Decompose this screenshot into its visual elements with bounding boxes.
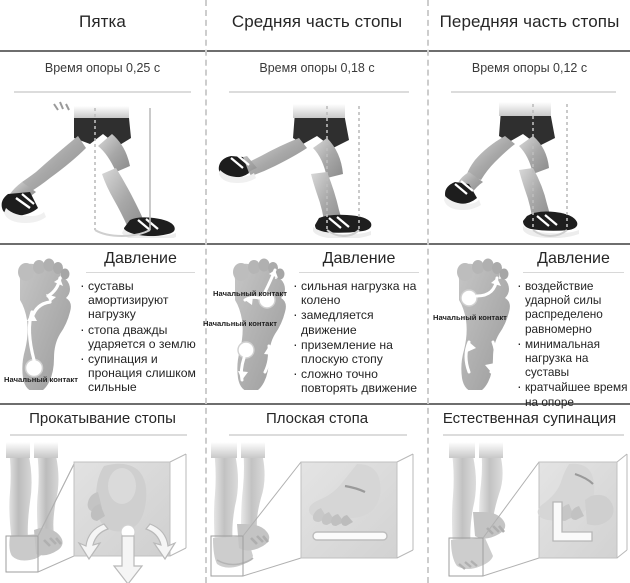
bottom-title-underline [229, 434, 407, 436]
pressure-heading-rule [86, 272, 195, 273]
bottom-photo-flat-foot [207, 440, 427, 583]
pressure-section-forefoot: Начальный контакт Давление воздействие у… [429, 248, 630, 409]
pressure-heading-rule [523, 272, 624, 273]
bottom-photo-natural-supination [429, 440, 630, 583]
pressure-content-forefoot: Давление воздействие ударной силы распре… [517, 248, 630, 410]
pressure-list-midfoot: сильная нагрузка на колено замедляется д… [293, 278, 425, 396]
runner-photo-heel [0, 98, 205, 238]
contact-label-forefoot: Начальный контакт [433, 313, 507, 322]
support-time-heel: Время опоры 0,25 с [44, 61, 161, 75]
pressure-content-midfoot: Давление сильная нагрузка на колено заме… [293, 248, 425, 397]
pressure-section-midfoot: Начальный контакт Начальный контакт Давл… [203, 248, 427, 400]
pressure-item: суставы амортизируют нагрузку [80, 278, 201, 322]
pressure-item: сложно точно повторять движение [293, 366, 425, 395]
support-time-midfoot: Время опоры 0,18 с [259, 61, 375, 75]
pressure-item: замедляется движение [293, 307, 425, 336]
column-divider-1 [205, 0, 207, 583]
contact-label-midfoot-1: Начальный контакт [213, 289, 287, 298]
bottom-title-midfoot: Плоская стопа [265, 410, 369, 427]
runner-photo-forefoot [429, 98, 630, 238]
contact-label-midfoot-2: Начальный контакт [203, 319, 277, 328]
support-time-underline [14, 91, 191, 93]
column-divider-2 [427, 0, 429, 583]
foot-pressure-diagram-heel [4, 250, 78, 390]
support-time-underline [229, 91, 409, 93]
pressure-heading-rule [299, 272, 419, 273]
support-time-underline [451, 91, 616, 93]
bottom-title-underline [443, 434, 624, 436]
pressure-item: приземление на плоскую стопу [293, 337, 425, 366]
pressure-content-heel: Давление суставы амортизируют нагрузку с… [80, 248, 201, 396]
pressure-list-heel: суставы амортизируют нагрузку стопа дваж… [80, 278, 201, 395]
pressure-item: минимальная нагрузка на суставы [517, 336, 630, 380]
bottom-title-forefoot: Естественная супинация [442, 410, 617, 427]
contact-label-heel: Начальный контакт [4, 375, 78, 384]
foot-pressure-diagram-forefoot [443, 250, 517, 390]
pressure-item: стопа дважды ударяется о землю [80, 322, 201, 351]
bottom-photo-foot-roll [0, 440, 205, 583]
pressure-heading-heel: Давление [104, 250, 177, 267]
column-title-forefoot: Передняя часть стопы [439, 12, 620, 31]
pressure-heading-midfoot: Давление [322, 250, 396, 267]
pressure-item: супинация и пронация слишком сильные [80, 351, 201, 395]
pressure-item: сильная нагрузка на колено [293, 278, 425, 307]
runner-photo-midfoot [207, 98, 427, 238]
bottom-title-underline [10, 434, 187, 436]
support-time-forefoot: Время опоры 0,12 с [471, 61, 588, 75]
column-title-heel: Пятка [79, 12, 126, 31]
pressure-item: воздействие ударной силы распределено ра… [517, 278, 630, 336]
divider-rule-bottom [0, 403, 630, 405]
divider-rule-top [0, 50, 630, 52]
bottom-title-heel: Прокатывание стопы [29, 410, 176, 427]
pressure-item: кратчайшее время на опоре [517, 379, 630, 408]
pressure-heading-forefoot: Давление [537, 250, 610, 267]
column-title-midfoot: Средняя часть стопы [231, 12, 403, 31]
foot-pressure-diagram-midfoot [219, 250, 293, 390]
pressure-list-forefoot: воздействие ударной силы распределено ра… [517, 278, 630, 409]
divider-rule-middle [0, 243, 630, 245]
pressure-section-heel: Начальный контакт Давление суставы аморт… [0, 248, 205, 400]
